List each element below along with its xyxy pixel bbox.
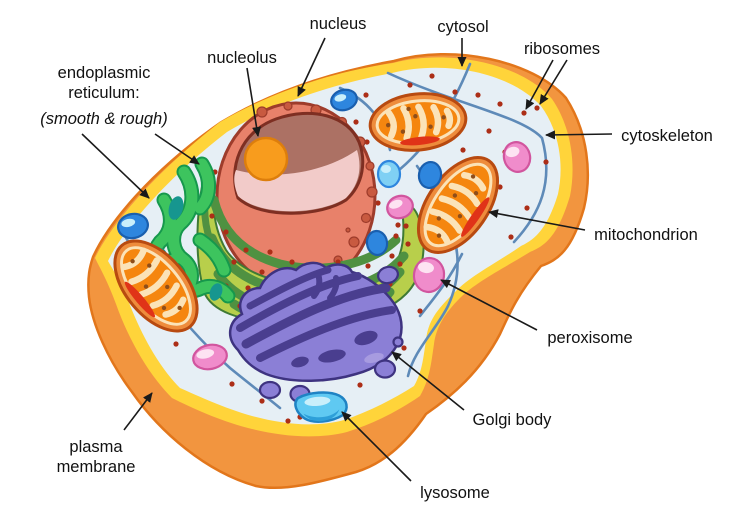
label-lysosome: lysosome bbox=[420, 484, 490, 502]
label-er-line2: reticulum: bbox=[68, 84, 140, 102]
label-endoplasmic-reticulum: endoplasmic reticulum: (smooth & rough) bbox=[40, 63, 167, 129]
label-mitochondrion: mitochondrion bbox=[594, 226, 698, 244]
arrow-peroxisome bbox=[440, 279, 538, 331]
arrow-mitochondrion bbox=[488, 209, 586, 231]
label-nucleolus: nucleolus bbox=[207, 49, 277, 67]
vesicle-graphic-2 bbox=[376, 159, 402, 189]
label-er-line1: endoplasmic bbox=[57, 64, 151, 82]
peroxisome-graphic-1 bbox=[502, 141, 532, 173]
nucleus-graphic bbox=[215, 101, 378, 291]
vesicle-graphic-4 bbox=[365, 229, 389, 257]
label-plasma-membrane: plasma membrane bbox=[57, 437, 136, 477]
vesicle-graphic-5 bbox=[117, 212, 149, 240]
peroxisome-graphic-2 bbox=[412, 256, 446, 294]
label-cytoskeleton: cytoskeleton bbox=[621, 127, 713, 145]
nucleolus-graphic bbox=[243, 136, 289, 182]
label-golgi-body: Golgi body bbox=[472, 411, 552, 429]
label-plasma-membrane-line1: plasma bbox=[69, 438, 123, 456]
vesicle-graphic-1 bbox=[330, 88, 358, 112]
mitochondrion-graphic-3 bbox=[113, 239, 199, 333]
arrow-nucleus bbox=[297, 37, 326, 97]
peroxisome-graphic-4 bbox=[192, 343, 228, 371]
label-ribosomes: ribosomes bbox=[523, 40, 601, 58]
arrow-er-rough bbox=[154, 133, 200, 165]
arrow-ribosomes-2 bbox=[539, 59, 568, 105]
golgi-body-graphic bbox=[229, 261, 404, 404]
arrow-golgi-body bbox=[391, 351, 465, 411]
label-er-line3: (smooth & rough) bbox=[40, 110, 168, 128]
arrow-lysosome bbox=[341, 411, 412, 482]
arrow-nucleolus bbox=[246, 67, 262, 137]
label-arrows bbox=[81, 37, 613, 482]
label-cytosol: cytosol bbox=[437, 18, 489, 36]
label-peroxisome: peroxisome bbox=[547, 329, 633, 347]
peroxisome-graphic-3 bbox=[386, 194, 414, 220]
smooth-er-graphic bbox=[144, 156, 236, 304]
label-nucleus: nucleus bbox=[309, 15, 367, 33]
arrow-ribosomes-1 bbox=[525, 59, 554, 110]
arrow-plasma-membrane bbox=[123, 392, 153, 431]
label-plasma-membrane-line2: membrane bbox=[56, 458, 136, 476]
mitochondrion-graphic-1 bbox=[368, 92, 468, 152]
arrow-er-smooth bbox=[81, 133, 150, 199]
arrow-cytoskeleton bbox=[545, 130, 613, 140]
mitochondrion-graphic-2 bbox=[416, 156, 500, 254]
vesicle-graphic-3 bbox=[417, 160, 443, 190]
